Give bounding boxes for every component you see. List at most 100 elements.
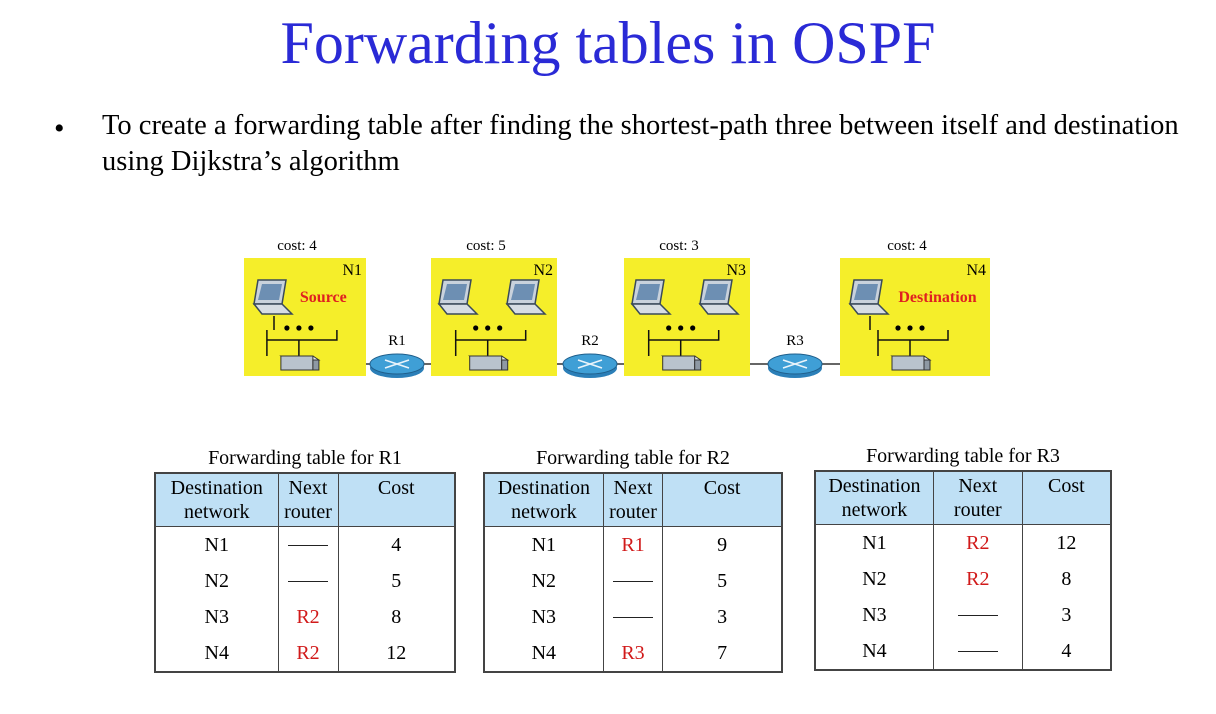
cell-dest: N4 xyxy=(154,635,279,672)
cell-cost: 8 xyxy=(337,599,456,635)
cell-next xyxy=(932,597,1023,633)
switch-icon xyxy=(468,355,510,371)
ellipsis-dot xyxy=(497,325,503,331)
table-row: N2 5 xyxy=(483,563,783,599)
cell-next: R1 xyxy=(602,526,664,563)
slide-title: Forwarding tables in OSPF xyxy=(280,10,936,76)
network-wiring xyxy=(266,330,338,356)
cell-dest: N3 xyxy=(154,599,279,635)
laptop-icon xyxy=(630,279,672,315)
laptop-icon xyxy=(698,279,740,315)
table-header-cell: Cost xyxy=(1021,470,1112,525)
ellipsis-dot xyxy=(895,325,901,331)
cell-dest: N1 xyxy=(814,524,934,561)
cell-dest: N3 xyxy=(483,599,604,635)
table-caption: Forwarding table for R1 xyxy=(208,447,402,469)
laptop-icon xyxy=(848,279,890,315)
cell-dest: N2 xyxy=(483,563,604,599)
cell-next: R2 xyxy=(932,524,1023,561)
ellipsis-dot xyxy=(907,325,913,331)
forwarding-table-3: Forwarding table for R3 Destination netwo… xyxy=(814,444,1112,671)
table-header-cell: Cost xyxy=(662,472,783,527)
cell-cost: 12 xyxy=(337,635,456,672)
switch-icon xyxy=(661,355,703,371)
laptop-icon xyxy=(437,279,479,315)
ellipsis-dot xyxy=(678,325,684,331)
network-cost-label: cost: 4 xyxy=(277,238,317,254)
laptop-icon xyxy=(252,279,294,315)
forwarding-table-2: Forwarding table for R2 Destination netwo… xyxy=(483,446,783,673)
table-header-cell: Next router xyxy=(602,472,664,527)
bullet-text: To create a forwarding table after findi… xyxy=(102,110,1179,177)
ellipsis-dot xyxy=(296,325,302,331)
network-role-label: Destination xyxy=(898,289,976,306)
cell-next xyxy=(932,633,1023,670)
network-name-label: N4 xyxy=(966,262,986,279)
cell-cost: 4 xyxy=(1021,633,1112,670)
no-next-router-dash xyxy=(612,617,653,619)
ellipsis-dot xyxy=(919,325,925,331)
ellipsis-dot xyxy=(666,325,672,331)
switch-icon xyxy=(279,355,321,371)
table-header-cell: Cost xyxy=(337,472,456,527)
bullet-marker: • xyxy=(54,112,65,145)
cell-dest: N3 xyxy=(814,597,934,633)
cell-cost: 5 xyxy=(337,563,456,599)
ellipsis-dot xyxy=(690,325,696,331)
cell-next xyxy=(602,599,664,635)
table-header-cell: Next router xyxy=(277,472,339,527)
router-icon xyxy=(562,353,618,378)
network-cost-label: cost: 3 xyxy=(659,238,699,254)
network-name-label: N2 xyxy=(533,262,553,279)
router-label: R1 xyxy=(388,333,406,349)
cell-cost: 5 xyxy=(662,563,783,599)
table-header-cell: Destination network xyxy=(154,472,279,527)
table-row: N3 3 xyxy=(814,597,1112,633)
ellipsis-dot xyxy=(473,325,479,331)
network-name-label: N3 xyxy=(726,262,746,279)
cell-cost: 12 xyxy=(1021,524,1112,561)
ellipsis-dot xyxy=(284,325,290,331)
table-row: N3 3 xyxy=(483,599,783,635)
cell-cost: 8 xyxy=(1021,561,1112,597)
no-next-router-dash xyxy=(288,581,328,583)
cell-cost: 9 xyxy=(662,526,783,563)
cell-next: R2 xyxy=(277,635,339,672)
table-header-cell: Destination network xyxy=(814,470,934,525)
cell-dest: N2 xyxy=(814,561,934,597)
cell-cost: 7 xyxy=(662,635,783,672)
network-name-label: N1 xyxy=(342,262,362,279)
table-header-cell: Destination network xyxy=(483,472,604,527)
cell-next xyxy=(602,563,664,599)
cell-cost: 3 xyxy=(662,599,783,635)
network-cost-label: cost: 4 xyxy=(887,238,927,254)
cell-next: R2 xyxy=(277,599,339,635)
table-caption: Forwarding table for R2 xyxy=(536,447,730,469)
router-label: R2 xyxy=(581,333,599,349)
laptop-icon xyxy=(505,279,547,315)
no-next-router-dash xyxy=(957,651,998,653)
table-caption: Forwarding table for R3 xyxy=(866,445,1060,467)
no-next-router-dash xyxy=(288,545,328,547)
table-header-cell: Next router xyxy=(932,470,1023,525)
no-next-router-dash xyxy=(957,615,998,617)
router-icon xyxy=(767,353,823,378)
cell-next: R2 xyxy=(932,561,1023,597)
forwarding-table-1: Forwarding table for R1 Destination netwo… xyxy=(154,446,456,673)
cell-next xyxy=(277,526,339,563)
cell-cost: 3 xyxy=(1021,597,1112,633)
switch-icon xyxy=(890,355,932,371)
router-label: R3 xyxy=(786,333,804,349)
